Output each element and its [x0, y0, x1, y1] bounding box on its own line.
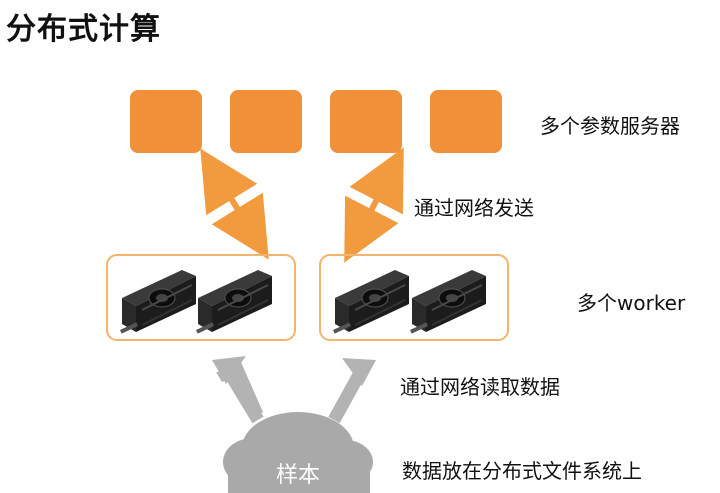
read-arrow-left-head — [212, 356, 246, 384]
read-arrow-left-shaft — [223, 368, 264, 424]
param-server-box — [230, 90, 302, 153]
param-server-box — [330, 90, 402, 153]
cloud-icon — [223, 412, 373, 493]
read-arrow-right-head — [342, 358, 376, 386]
worker-group-frame — [106, 254, 296, 341]
graphics-card-icon — [408, 269, 487, 335]
graphics-card-icon — [118, 269, 197, 335]
read-network-label: 通过网络读取数据 — [400, 375, 560, 399]
read-arrow-right-shaft — [328, 369, 366, 424]
param-server-box — [130, 90, 202, 153]
storage-label: 数据放在分布式文件系统上 — [402, 459, 642, 483]
graphics-card-icon — [331, 269, 410, 335]
param-servers-label: 多个参数服务器 — [540, 114, 680, 138]
graphics-card-icon — [194, 269, 273, 335]
page-title: 分布式计算 — [6, 12, 161, 47]
param-server-box — [430, 90, 502, 153]
send-arrow-left — [200, 148, 269, 260]
cloud-label: 样本 — [276, 463, 321, 488]
send-arrow-right — [344, 147, 404, 263]
worker-group-frame — [319, 254, 509, 341]
send-network-label: 通过网络发送 — [414, 196, 534, 220]
workers-label: 多个worker — [577, 291, 686, 315]
